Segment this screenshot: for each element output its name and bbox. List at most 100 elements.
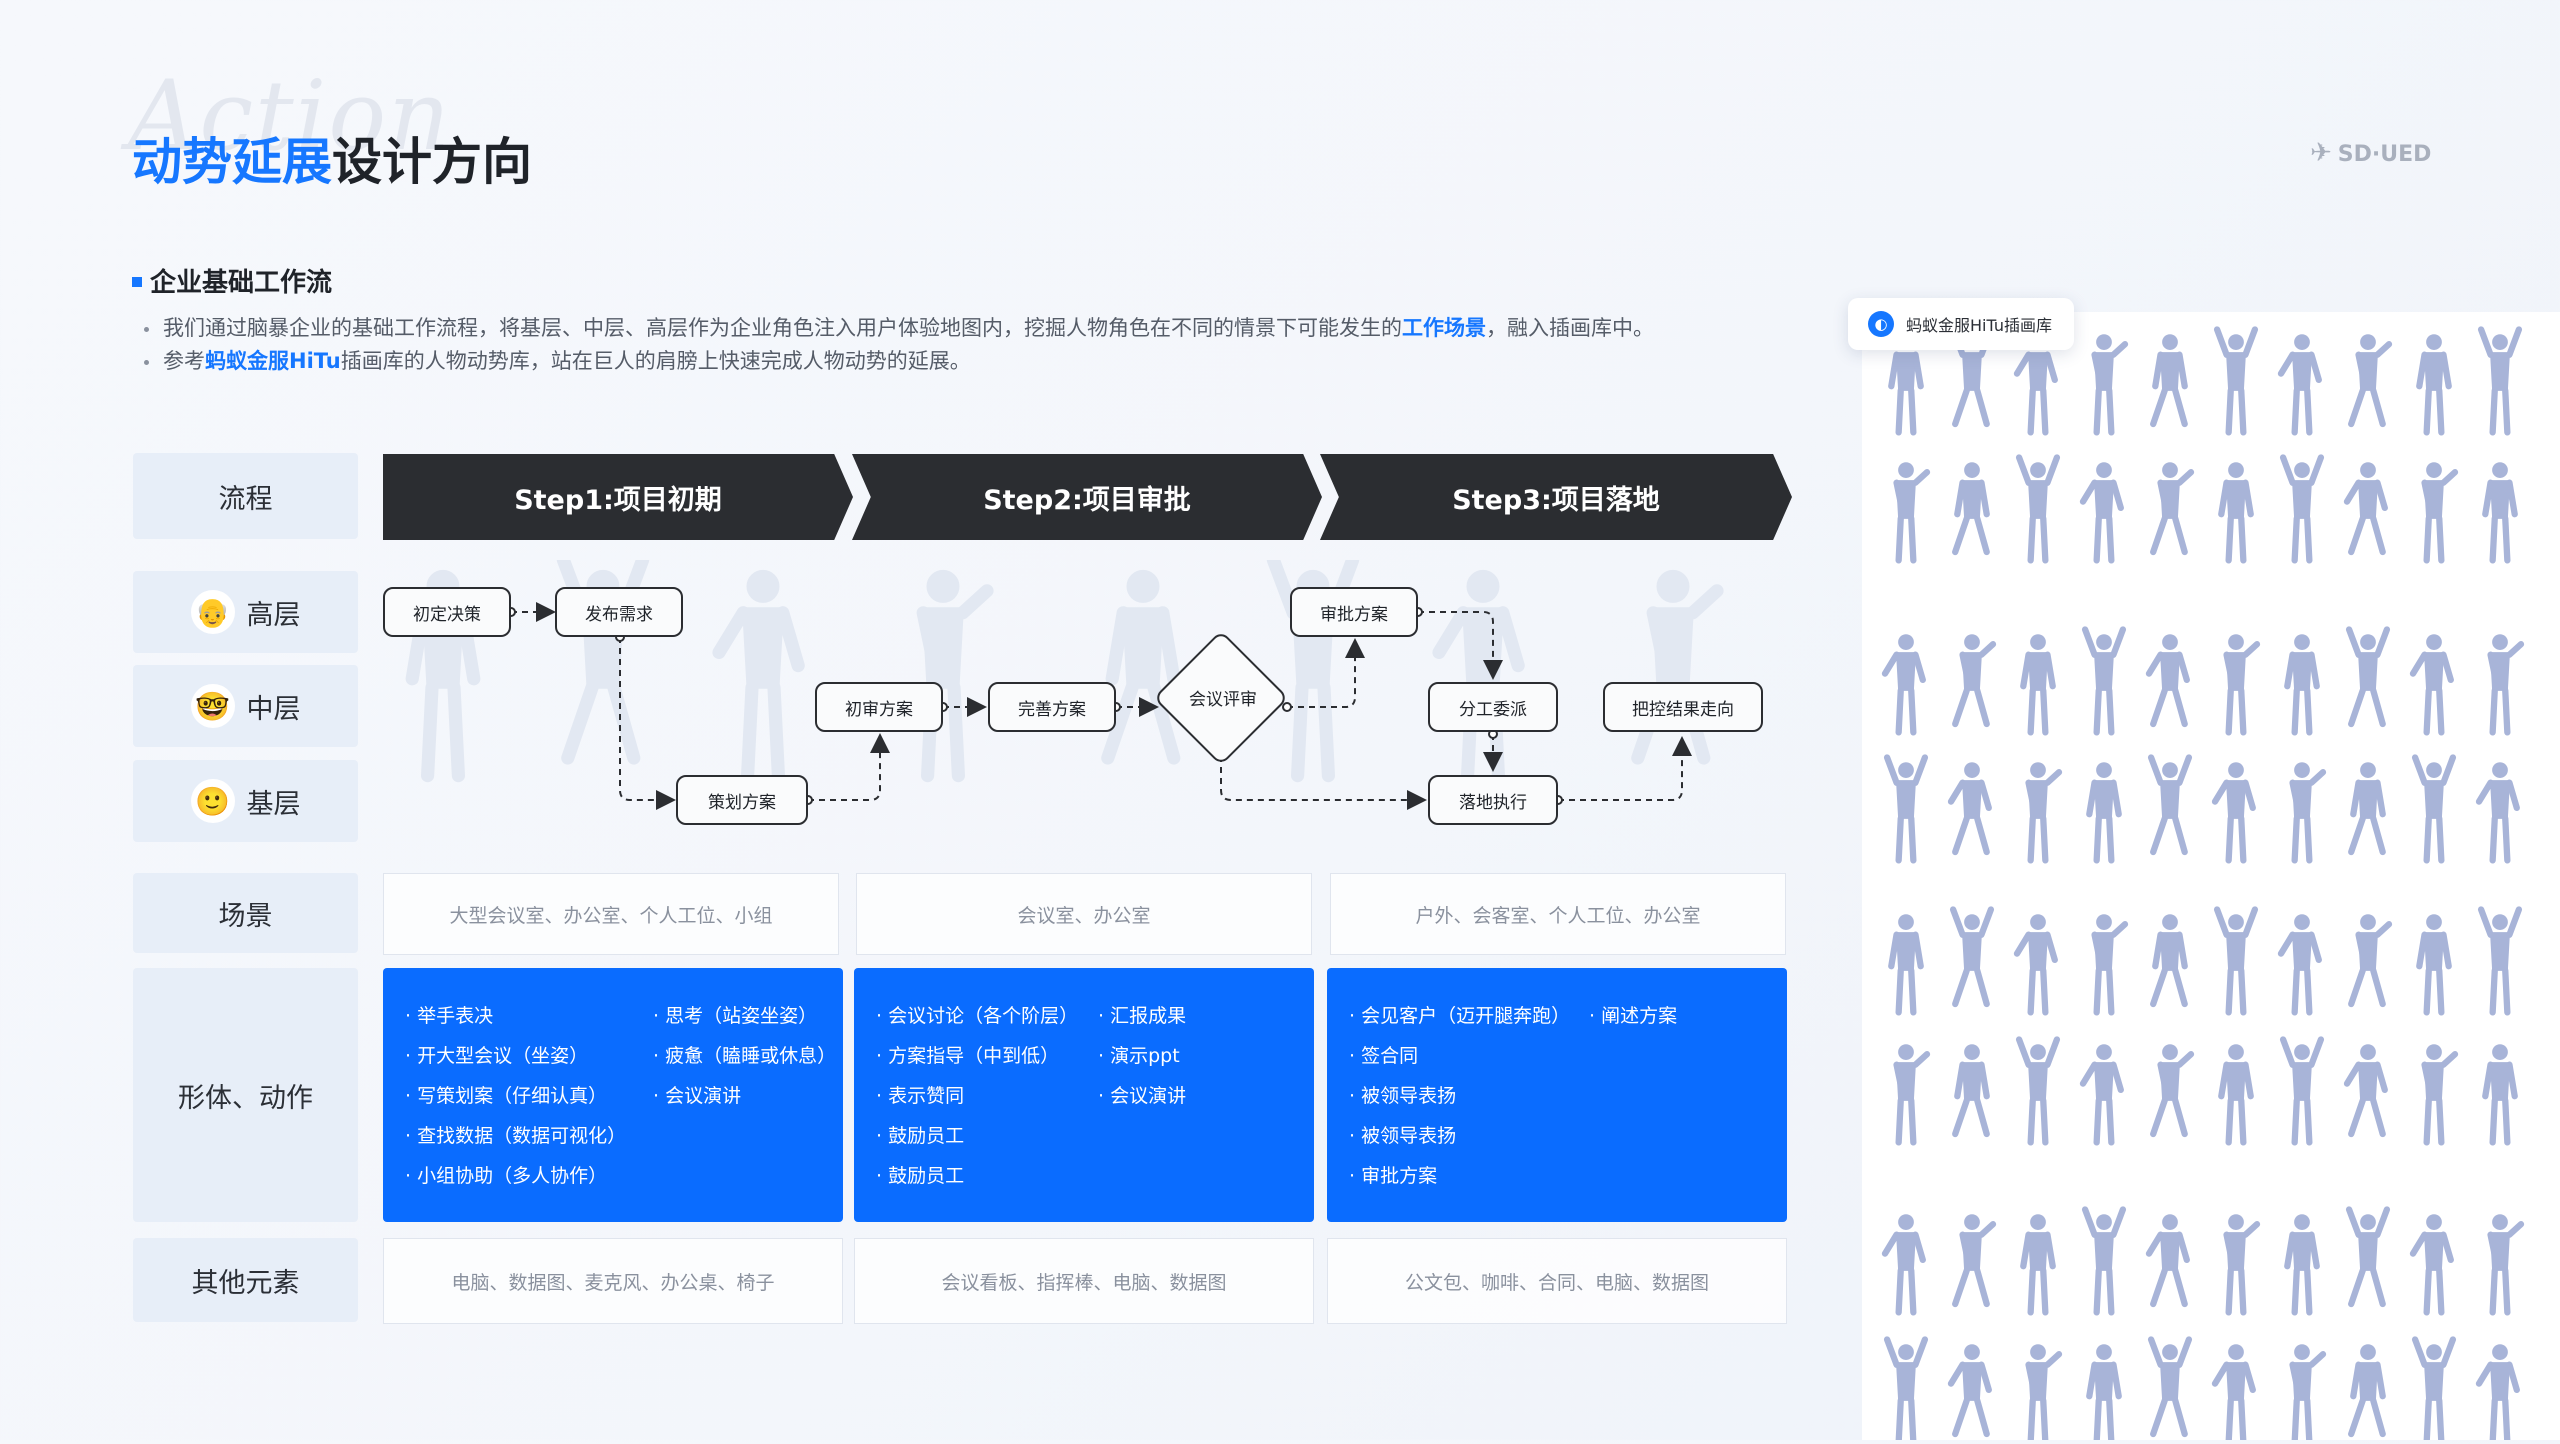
action-item: · 小组协助（多人协作） — [405, 1165, 608, 1187]
scene-cell-step2: 会议室、办公室 — [856, 873, 1312, 955]
pose-figure — [2213, 906, 2259, 1016]
pose-figure — [2025, 1344, 2063, 1444]
connector — [619, 637, 676, 810]
pose-figure — [2147, 1336, 2193, 1438]
figure-pose-grid — [1881, 326, 2525, 1444]
row-label-text: 其他元素 — [191, 1267, 300, 1299]
scene-cell-step3: 户外、会客室、个人工位、办公室 — [1330, 873, 1786, 955]
pose-figure — [1881, 1214, 1926, 1316]
pose-figure — [2213, 326, 2259, 436]
action-block-step1: · 举手表决 · 开大型会议（坐姿） · 写策划案（仔细认真） · 查找数据（数… — [383, 968, 843, 1222]
action-item: · 演示ppt — [1098, 1045, 1180, 1067]
pose-figure — [2147, 754, 2193, 856]
pose-figure — [2211, 1344, 2256, 1444]
pose-figure — [2348, 762, 2386, 856]
pose-figure — [2284, 634, 2320, 736]
pose-figure — [2411, 754, 2457, 864]
action-item: · 被领导表扬 — [1349, 1125, 1457, 1147]
row-label-scene: 场景 — [133, 873, 358, 953]
pose-figure — [2150, 334, 2188, 428]
pose-figure — [1949, 906, 1995, 1008]
library-tag: ◐蚂蚁金服HiTu插画库 — [1848, 298, 2074, 350]
action-item: · 开大型会议（坐姿） — [405, 1045, 589, 1067]
row-label-middle: 🤓中层 — [133, 665, 358, 747]
row-label-text: 基层 — [246, 788, 301, 820]
action-column: · 思考（站姿坐姿） · 疲惫（瞌睡或休息） · 会议演讲 — [653, 1002, 836, 1122]
pose-figure — [2284, 1214, 2320, 1316]
action-item: · 审批方案 — [1349, 1165, 1438, 1187]
action-item: · 思考（站姿坐姿） — [653, 1005, 818, 1027]
pose-figure — [1881, 634, 1926, 736]
pose-figure — [1947, 762, 1992, 856]
pose-figure — [2086, 762, 2122, 864]
flow-node-approve-plan: 审批方案 — [1290, 587, 1418, 637]
row-label-text: 场景 — [218, 900, 273, 932]
pose-figure — [1631, 569, 1724, 765]
pose-figure — [2145, 634, 2190, 728]
action-block-step3: · 会见客户（迈开腿奔跑） · 签合同 · 被领导表扬 · 被领导表扬 · 审批… — [1327, 968, 1787, 1222]
pose-figure — [2277, 334, 2322, 436]
library-tag-text: 蚂蚁金服HiTu插画库 — [1906, 316, 2052, 335]
pose-figure — [2348, 1344, 2386, 1438]
pose-figure — [2150, 462, 2195, 556]
action-item: · 举手表决 — [405, 1005, 494, 1027]
pose-figure — [2013, 914, 2058, 1016]
action-column: · 阐述方案 — [1589, 1002, 1677, 1042]
page-title: 动势延展设计方向 — [132, 122, 532, 194]
pose-figure — [1952, 462, 1990, 556]
pose-figure — [2289, 762, 2327, 864]
flow-node-plan: 策划方案 — [676, 775, 808, 825]
connector — [1558, 736, 1692, 801]
illustration-library-panel — [1862, 312, 2560, 1444]
action-item: · 查找数据（数据可视化） — [405, 1125, 627, 1147]
pose-figure — [2343, 462, 2388, 556]
pose-figure — [2279, 454, 2325, 564]
pose-figure — [2487, 634, 2525, 736]
pose-figure — [2409, 634, 2454, 736]
brand-logo: ✈SD·UED — [2310, 138, 2431, 168]
title-rest: 设计方向 — [332, 133, 532, 191]
row-label-other: 其他元素 — [133, 1238, 358, 1322]
pose-figure — [2079, 1044, 2124, 1146]
bullet-text: 我们通过脑暴企业的基础工作流程，将基层、中层、高层作为企业角色注入用户体验地图内… — [163, 316, 1402, 340]
pose-figure — [2223, 634, 2261, 736]
section-title-text: 企业基础工作流 — [150, 268, 333, 298]
pose-figure — [2279, 1036, 2325, 1146]
pose-figure — [2081, 1206, 2127, 1316]
action-item: · 汇报成果 — [1098, 1005, 1187, 1027]
pose-figure — [1883, 1336, 1929, 1444]
action-item: · 被领导表扬 — [1349, 1085, 1457, 1107]
bullet-1: 我们通过脑暴企业的基础工作流程，将基层、中层、高层作为企业角色注入用户体验地图内… — [144, 312, 1654, 345]
connector — [1418, 611, 1503, 680]
bullet-emphasis: 工作场景 — [1402, 316, 1486, 340]
pose-figure — [2020, 1214, 2056, 1316]
pose-figure — [1893, 1044, 1931, 1146]
action-item: · 会议演讲 — [1098, 1085, 1187, 1107]
row-label-process: 流程 — [133, 453, 358, 539]
step-3-banner: Step3:项目落地 — [1320, 454, 1792, 540]
pose-figure — [1883, 754, 1929, 864]
row-label-text: 形体、动作 — [178, 1082, 313, 1114]
flow-node-refine-plan: 完善方案 — [988, 682, 1116, 732]
pose-figure — [2277, 914, 2322, 1016]
pose-figure — [2081, 626, 2127, 736]
middle-avatar-icon: 🤓 — [190, 684, 235, 728]
pose-figure — [2091, 334, 2129, 436]
pose-figure — [2482, 462, 2518, 564]
pose-figure — [2218, 1044, 2254, 1146]
flow-node-execute: 落地执行 — [1428, 775, 1558, 825]
intro-bullets: 我们通过脑暴企业的基础工作流程，将基层、中层、高层作为企业角色注入用户体验地图内… — [144, 312, 1654, 378]
pose-figure — [2020, 634, 2056, 736]
action-item: · 签合同 — [1349, 1045, 1419, 1067]
step-2-banner: Step2:项目审批 — [852, 454, 1322, 540]
row-label-text: 流程 — [218, 483, 273, 515]
other-cell-step2: 会议看板、指挥棒、电脑、数据图 — [854, 1238, 1314, 1324]
pose-figure — [2015, 1036, 2061, 1146]
pose-figure — [1947, 1344, 1992, 1438]
section-title: 企业基础工作流 — [132, 262, 332, 299]
pose-figure — [2416, 914, 2452, 1016]
logo-text: SD·UED — [2337, 142, 2432, 167]
pose-figure — [916, 569, 994, 783]
action-item: · 会议讨论（各个阶层） — [876, 1005, 1079, 1027]
senior-avatar-icon: 👴 — [190, 590, 235, 634]
